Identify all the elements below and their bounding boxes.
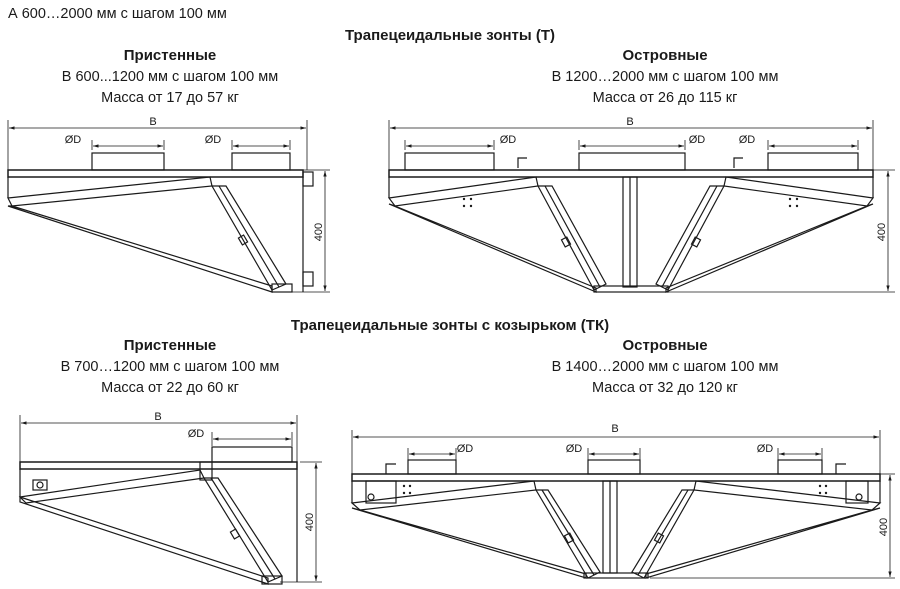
dim-height-label: 400	[304, 513, 316, 531]
wall-t-mass: Масса от 17 до 57 кг	[101, 90, 239, 106]
dim-height-label: 400	[878, 518, 890, 536]
dim-width-label: В	[626, 116, 633, 128]
wall-tk-range: В 700…1200 мм с шагом 100 мм	[60, 359, 280, 375]
dim-diameter-label: ØD	[205, 134, 222, 146]
island-hood-tk-labels: В ØD ØD ØD 400	[457, 423, 890, 536]
dim-width-label: В	[611, 423, 618, 435]
wall-t-title: Пристенные	[123, 47, 217, 64]
dim-diameter-label: ØD	[457, 443, 474, 455]
island-tk-range: В 1400…2000 мм с шагом 100 мм	[551, 359, 779, 375]
wall-hood-t-labels: В ØD ØD 400	[65, 116, 325, 241]
wall-hood-t	[7, 120, 330, 293]
island-hood-t-labels: В ØD ØD ØD 400	[500, 116, 888, 241]
dim-diameter-label: ØD	[757, 443, 774, 455]
island-tk-mass: Масса от 32 до 120 кг	[592, 380, 738, 396]
wall-t-range: В 600...1200 мм с шагом 100 мм	[61, 69, 279, 85]
section-title-t: Трапецеидальные зонты (Т)	[344, 27, 556, 44]
dim-diameter-label: ØD	[566, 443, 583, 455]
wall-hood-tk	[18, 415, 322, 585]
dim-height-label: 400	[313, 223, 325, 241]
dim-diameter-label: ØD	[500, 134, 517, 146]
dim-width-label: В	[149, 116, 156, 128]
island-tk-title: Островные	[622, 337, 708, 354]
section-title-tk: Трапецеидальные зонты с козырьком (ТК)	[290, 317, 610, 334]
dim-diameter-label: ØD	[739, 134, 756, 146]
island-hood-tk	[350, 430, 895, 579]
wall-tk-mass: Масса от 22 до 60 кг	[101, 380, 239, 396]
island-t-mass: Масса от 26 до 115 кг	[592, 90, 738, 106]
dim-height-label: 400	[876, 223, 888, 241]
wall-tk-title: Пристенные	[123, 337, 217, 354]
island-t-range: В 1200…2000 мм с шагом 100 мм	[551, 69, 779, 85]
wall-hood-tk-labels: В ØD 400	[154, 411, 316, 531]
dim-diameter-label: ØD	[65, 134, 82, 146]
dim-diameter-label: ØD	[188, 428, 205, 440]
island-t-title: Островные	[622, 47, 708, 64]
dim-diameter-label: ØD	[689, 134, 706, 146]
length-range: А 600…2000 мм с шагом 100 мм	[8, 6, 227, 22]
dim-width-label: В	[154, 411, 161, 423]
island-hood-t	[387, 120, 895, 293]
